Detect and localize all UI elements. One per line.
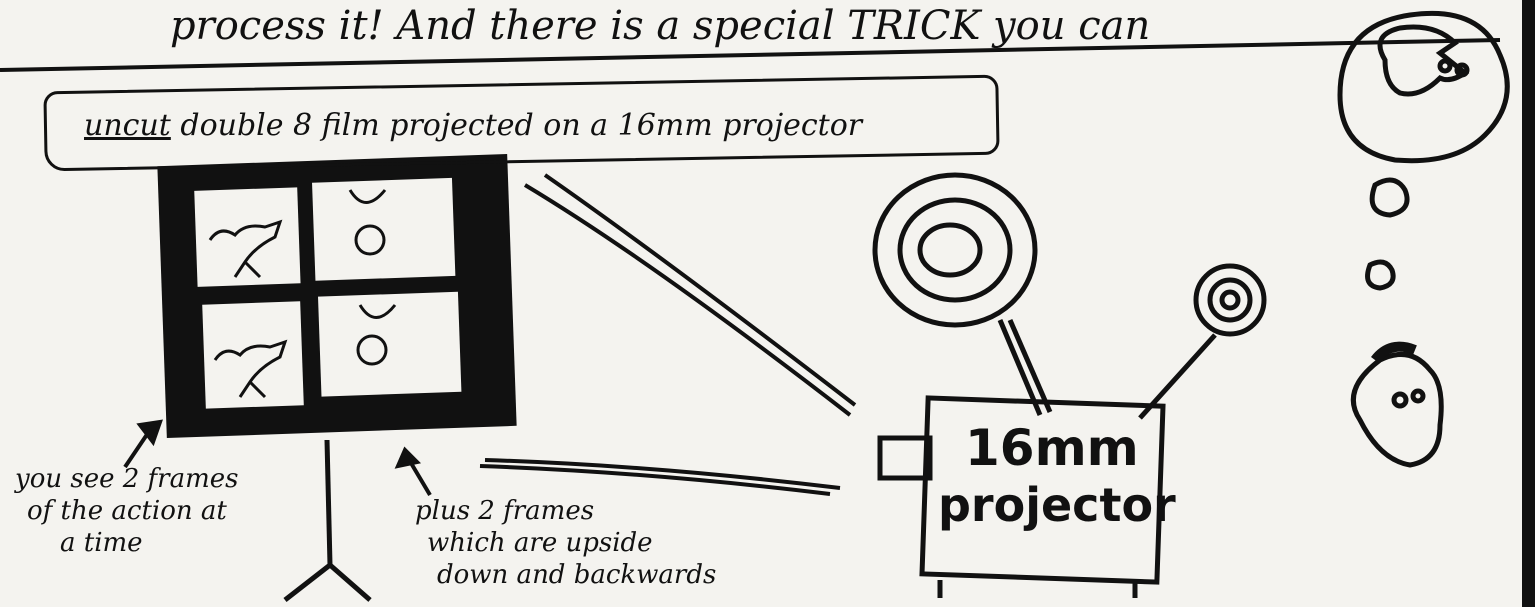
header-text: process it! And there is a special TRICK… xyxy=(170,2,1150,50)
caption-body: double 8 film projected on a 16mm projec… xyxy=(171,108,862,143)
note-left: you see 2 frames of the action at a time xyxy=(15,463,238,559)
note-left-line: of the action at xyxy=(15,495,238,527)
note-bottom: plus 2 frames which are upside down and … xyxy=(415,495,716,591)
note-bottom-line: which are upside xyxy=(415,527,716,559)
light-beam xyxy=(480,175,855,494)
thought-bubble-icon xyxy=(1340,13,1507,288)
note-bottom-line: down and backwards xyxy=(415,559,716,591)
screen-stand xyxy=(285,440,370,600)
caption-prefix: uncut xyxy=(84,108,171,143)
screen-icon xyxy=(157,154,516,438)
projector-icon xyxy=(875,175,1264,598)
face-icon xyxy=(1353,27,1467,465)
projector-label-line1: 16mm xyxy=(965,418,1139,478)
projector-label-line2: projector xyxy=(938,478,1176,533)
note-left-line: you see 2 frames xyxy=(15,463,238,495)
caption-text: uncut double 8 film projected on a 16mm … xyxy=(84,108,862,144)
note-bottom-line: plus 2 frames xyxy=(415,495,716,527)
note-left-line: a time xyxy=(15,527,238,559)
